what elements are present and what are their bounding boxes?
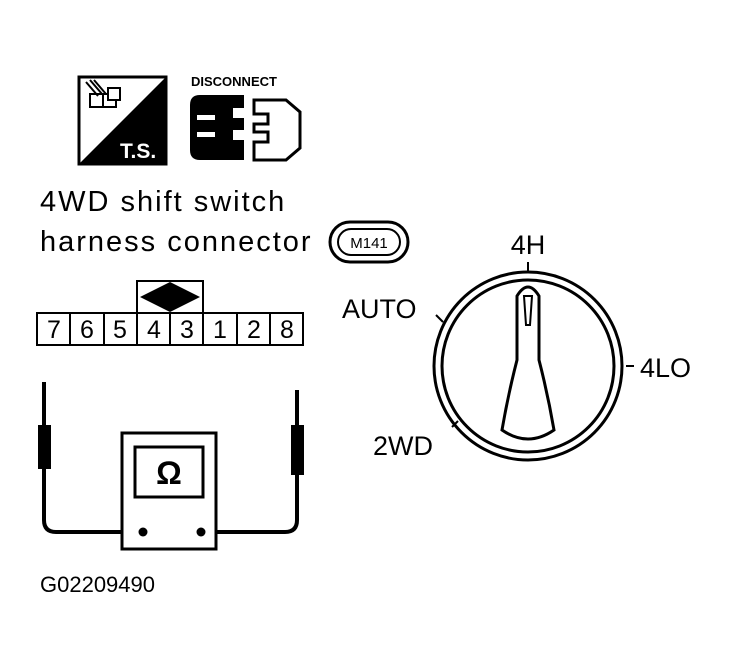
- connector-id-badge: M141: [328, 220, 410, 264]
- disconnect-icon: DISCONNECT: [190, 74, 302, 162]
- position-label-4h: 4H: [511, 230, 546, 260]
- disconnect-label: DISCONNECT: [191, 74, 277, 89]
- connector-id-label: M141: [350, 235, 388, 252]
- measurement-arrow-icon: [140, 282, 200, 312]
- tick-auto: [435, 314, 444, 323]
- connector-pin-strip: 7 6 5 4 3 1 2 8: [36, 280, 304, 346]
- title-line-2: harness connector: [40, 226, 313, 258]
- ts-label: T.S.: [120, 140, 156, 163]
- title-line-1: 4WD shift switch: [40, 186, 286, 218]
- position-label-auto: AUTO: [342, 294, 417, 324]
- terminal-left: [138, 527, 148, 537]
- pin-label: 1: [213, 316, 227, 344]
- position-label-4lo: 4LO: [640, 353, 691, 383]
- switch-knob-icon: [500, 285, 556, 441]
- terminal-right: [196, 527, 206, 537]
- pin-label: 7: [47, 316, 61, 344]
- ts-icon: T.S.: [77, 75, 168, 166]
- pin-label: 4: [147, 316, 161, 344]
- pin-label: 8: [280, 316, 294, 344]
- ohmmeter: Ω: [38, 382, 304, 551]
- pin-label: 3: [180, 316, 194, 344]
- position-label-2wd: 2WD: [373, 431, 433, 461]
- probe-left: [38, 382, 124, 534]
- pin-label: 5: [113, 316, 127, 344]
- probe-right: [214, 390, 304, 534]
- figure-code: G02209490: [40, 572, 155, 597]
- ohm-icon: Ω: [156, 455, 182, 491]
- pin-label: 2: [247, 316, 261, 344]
- shift-switch-dial: 4H AUTO 4LO 2WD: [342, 230, 691, 462]
- pin-label: 6: [80, 316, 94, 344]
- tick-2wd: [451, 420, 459, 428]
